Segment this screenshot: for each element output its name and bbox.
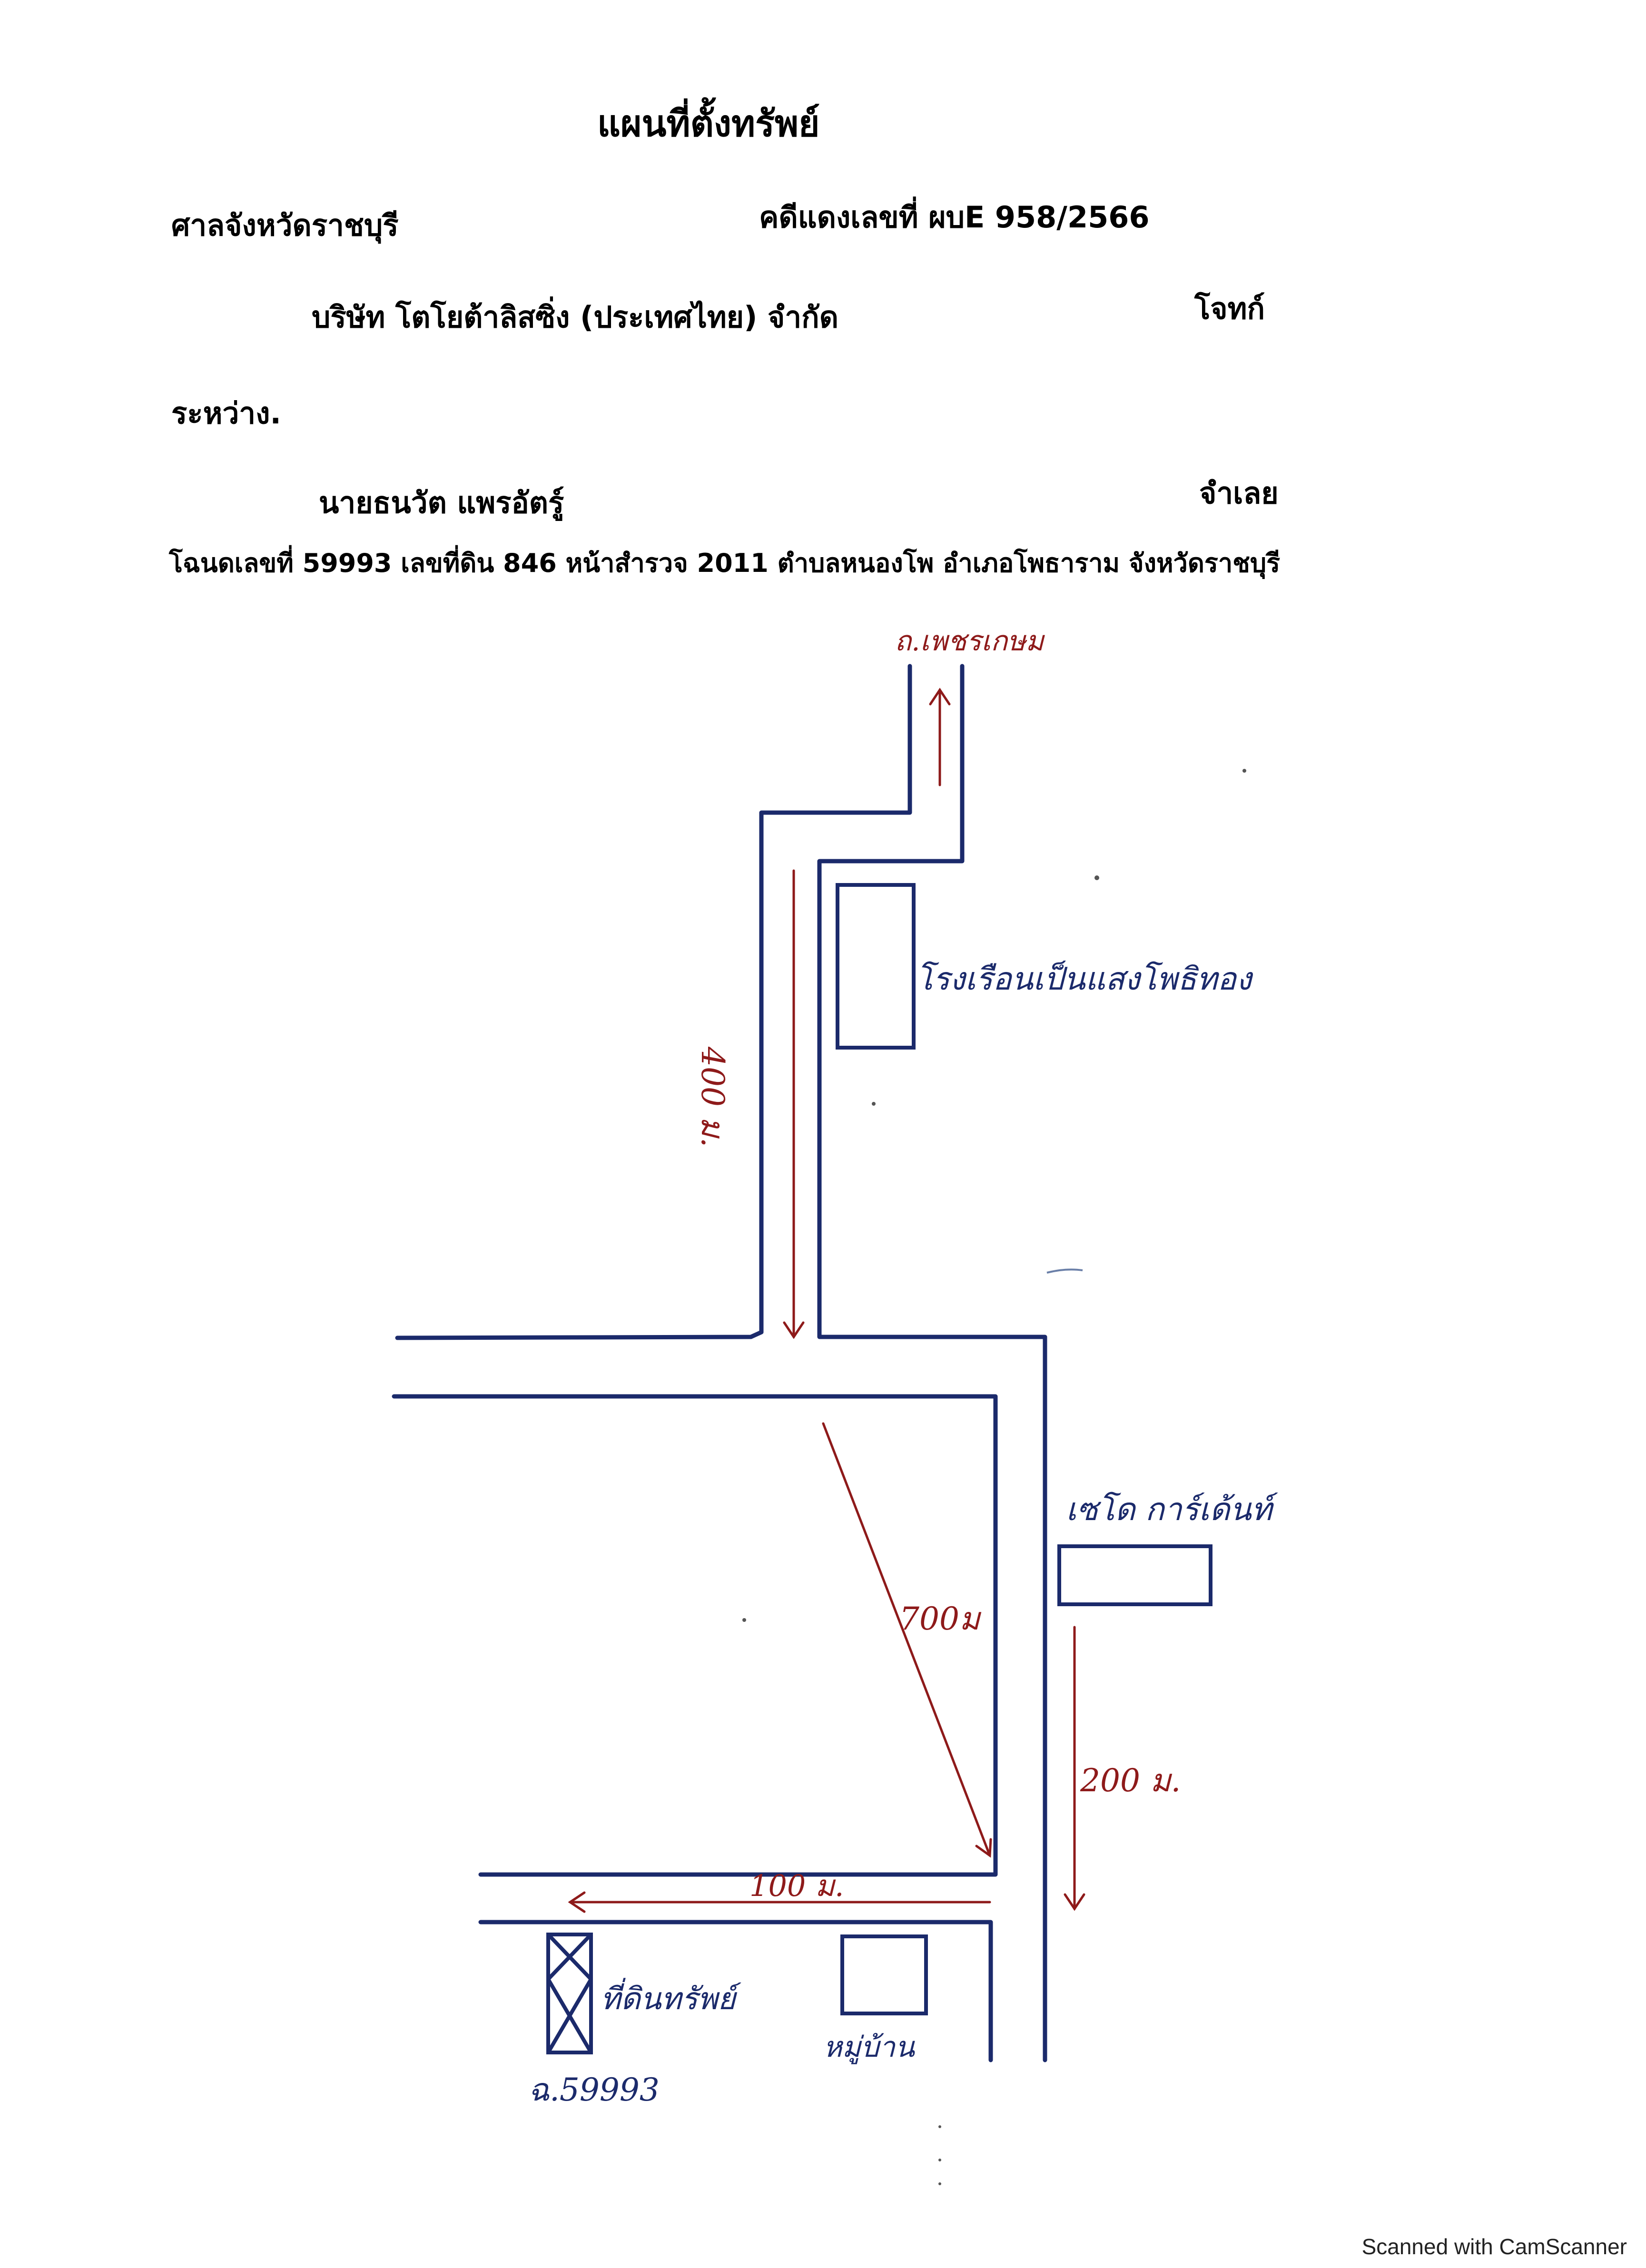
defendant-name: นายธนวัต แพรอัตรู์ (319, 485, 564, 520)
defendant-role: จำเลย (1199, 476, 1279, 511)
factory-building (836, 883, 916, 1050)
court-name: ศาลจังหวัดราชบุรี (171, 208, 399, 243)
case-number: คดีแดงเลขที่ ผบE 958/2566 (759, 200, 1150, 235)
arrow-700m (822, 1422, 991, 1857)
distance-700m-label: 700ม (899, 1600, 980, 1637)
garden-building (1057, 1544, 1212, 1606)
scanner-footer: Scanned with CamScanner (1361, 2234, 1627, 2259)
road-label-phetkasem: ถ.เพชรเกษม (895, 625, 1044, 657)
document-title: แผนที่ตั้งทรัพย์ (597, 102, 820, 145)
village-building (840, 1934, 928, 2015)
between-label: ระหว่าง. (171, 396, 281, 431)
garden-label: เซโด การ์เด้นท์ (1066, 1491, 1272, 1528)
plaintiff-role: โจทก์ (1194, 291, 1265, 326)
road-north-left-edge (395, 664, 912, 1340)
village-label: หมู่บ้าน (823, 2031, 915, 2064)
distance-200m-label: 200 ม. (1080, 1762, 1181, 1799)
road-middle-upper (392, 1394, 998, 1877)
factory-label: โรงเรือนเป็นแสงโพธิทอง (916, 961, 1252, 997)
distance-400m-label: 400 ม. (694, 1047, 731, 1148)
distance-100m-label: 100 ม. (749, 1868, 844, 1903)
plaintiff-name: บริษัท โตโยต้าลิสซิ่ง (ประเทศไทย) จำกัด (312, 300, 838, 334)
road-north-right-edge (817, 664, 1047, 2062)
property-plot (546, 1933, 593, 2054)
road-south-lower (478, 1920, 993, 2062)
property-label: ที่ดินทรัพย์ (601, 1982, 736, 2017)
deed-plot-label: ฉ.59993 (528, 2072, 660, 2108)
deed-details: โฉนดเลขที่ 59993 เลขที่ดิน 846 หน้าสำรวจ… (169, 548, 1281, 578)
